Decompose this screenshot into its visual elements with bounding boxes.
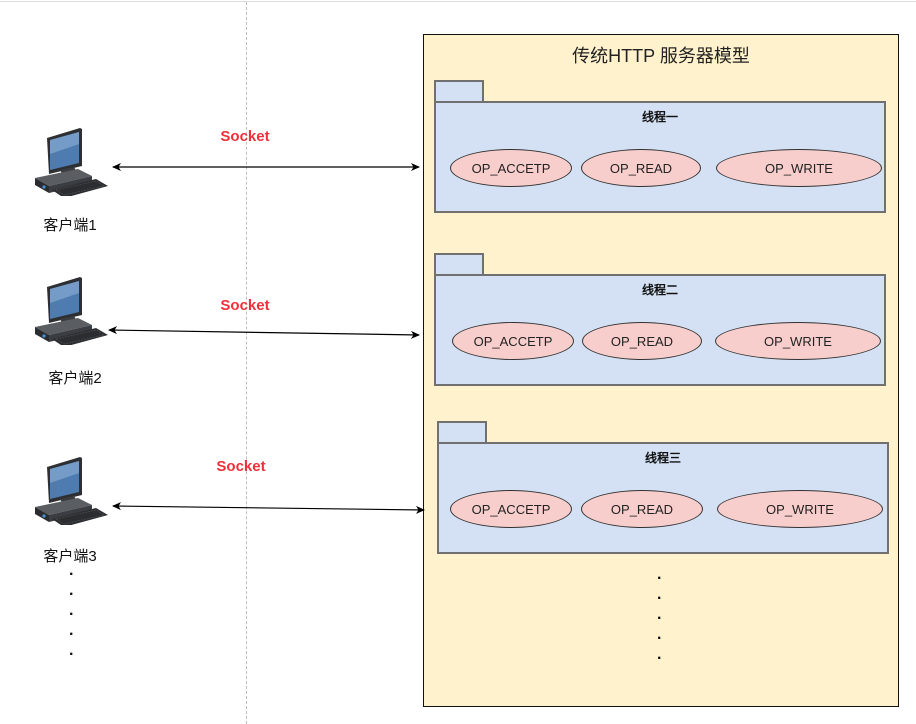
client-label: 客户端3: [43, 548, 97, 565]
client-label: 客户端2: [48, 370, 102, 387]
op-read[interactable]: OP_READ: [582, 322, 702, 360]
socket-arrow-3[interactable]: [112, 502, 425, 514]
top-border-line: [0, 1, 916, 2]
thread-name: 线程三: [644, 451, 681, 465]
op-write[interactable]: OP_WRITE: [716, 149, 882, 187]
client-continuation-dots: . . . . .: [69, 562, 74, 659]
desktop-computer-icon[interactable]: [30, 126, 112, 196]
thread-body: 线程三 OP_ACCETP OP_READ OP_WRITE: [437, 442, 889, 554]
client-3: 客户端3: [15, 545, 125, 566]
op-read[interactable]: OP_READ: [581, 149, 701, 187]
desktop-computer-icon[interactable]: [30, 275, 112, 345]
socket-label: Socket: [220, 128, 270, 145]
op-write[interactable]: OP_WRITE: [717, 490, 883, 528]
client-label: 客户端1: [43, 217, 97, 234]
op-read[interactable]: OP_READ: [581, 490, 703, 528]
op-accept[interactable]: OP_ACCETP: [450, 149, 572, 187]
thread-tab: [434, 80, 484, 102]
thread-tab: [434, 253, 484, 275]
op-write[interactable]: OP_WRITE: [715, 322, 881, 360]
thread-name: 线程二: [641, 283, 678, 297]
socket-label: Socket: [220, 297, 270, 314]
desktop-computer-icon[interactable]: [30, 455, 112, 525]
thread-name: 线程一: [641, 110, 678, 124]
thread-body: 线程二 OP_ACCETP OP_READ OP_WRITE: [434, 274, 886, 386]
server-continuation-dots: . . . . .: [657, 566, 662, 663]
thread-tab: [437, 421, 487, 443]
server-container[interactable]: 传统HTTP 服务器模型 线程一 OP_ACCETP OP_READ OP_WR…: [423, 34, 899, 707]
thread-body: 线程一 OP_ACCETP OP_READ OP_WRITE: [434, 101, 886, 213]
server-title: 传统HTTP 服务器模型: [572, 46, 750, 66]
op-accept[interactable]: OP_ACCETP: [450, 490, 572, 528]
divider-dashed-line: [246, 2, 247, 724]
client-2: 客户端2: [20, 367, 130, 388]
socket-label: Socket: [216, 458, 266, 475]
op-accept[interactable]: OP_ACCETP: [452, 322, 574, 360]
socket-arrow-2[interactable]: [108, 326, 420, 339]
client-1: 客户端1: [15, 214, 125, 235]
